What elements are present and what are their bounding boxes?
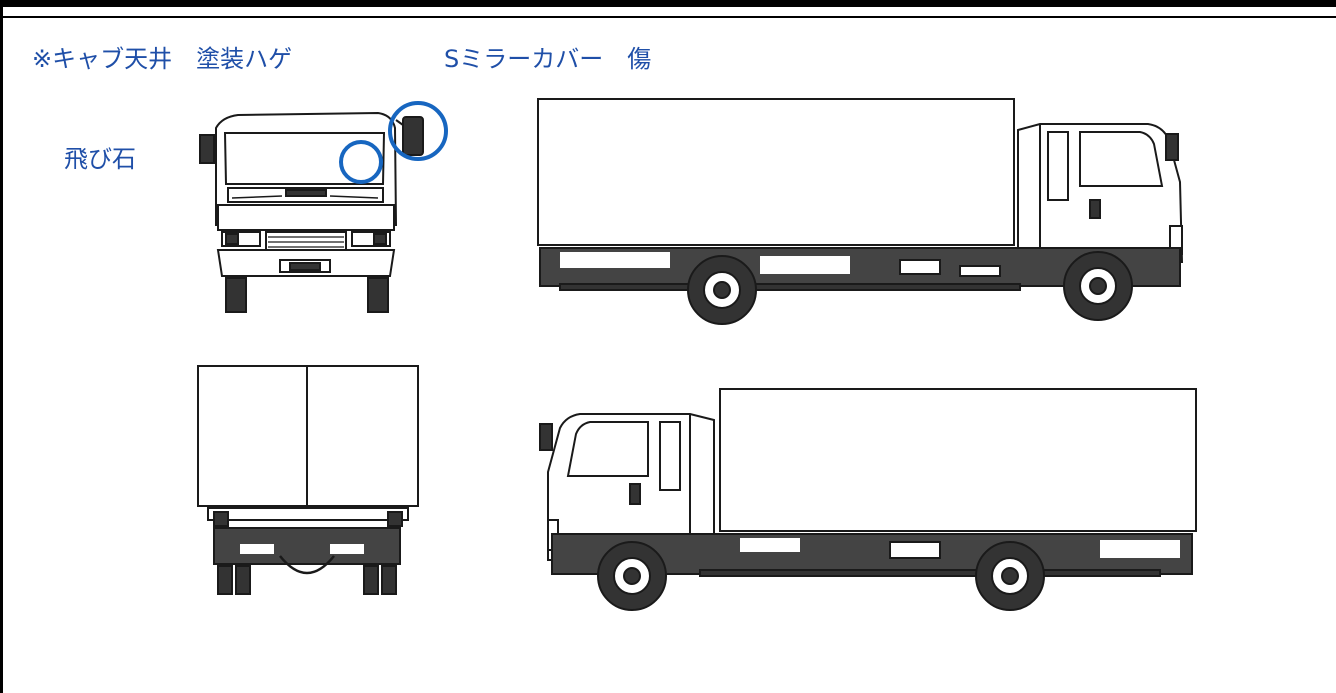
mirror-cover-scratch-marker (388, 101, 448, 161)
windshield-chip-marker (339, 140, 383, 184)
flying-stone-note: 飛び石 (64, 145, 136, 173)
left-side-view (537, 98, 1184, 325)
front-view (199, 111, 424, 313)
rear-view (197, 365, 419, 595)
cab-roof-paint-note: ※キャブ天井 塗装ハゲ (32, 45, 293, 73)
right-side-view (539, 388, 1197, 611)
top-border-rule (3, 16, 1336, 18)
mirror-cover-scratch-note: Sミラーカバー 傷 (444, 45, 652, 73)
